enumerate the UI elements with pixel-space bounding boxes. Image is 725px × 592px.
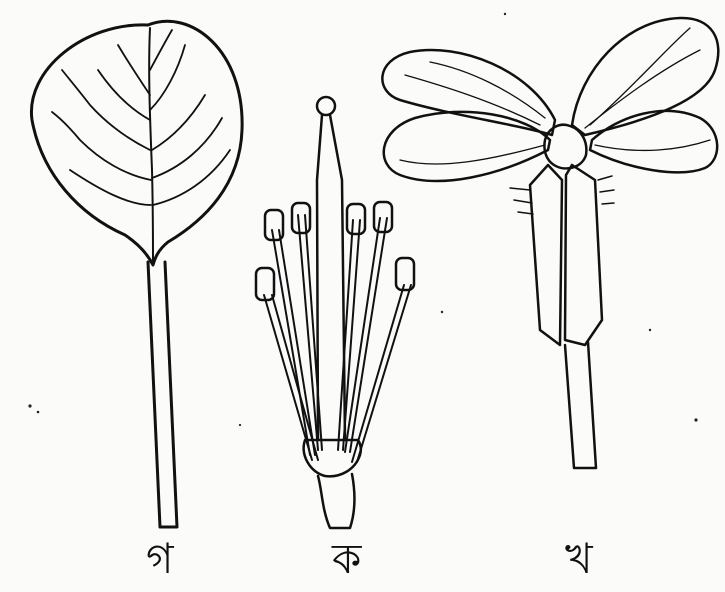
stamens-drawing — [256, 97, 414, 528]
upper-left-petal — [382, 50, 555, 135]
receptacle — [318, 474, 354, 528]
stigma — [317, 97, 335, 115]
flower-drawing — [382, 18, 718, 468]
petal-veins — [400, 28, 710, 164]
flower-label: খ — [565, 538, 593, 580]
leaf-veins — [52, 30, 230, 205]
leaf-midrib — [149, 28, 153, 262]
flower-center — [544, 125, 586, 169]
lower-right-petal — [590, 111, 717, 172]
stamens-label: ক — [332, 538, 361, 580]
anthers — [256, 202, 414, 300]
filaments — [264, 215, 411, 462]
style — [317, 115, 345, 440]
calyx-left-sepal — [530, 165, 562, 345]
leaf-drawing — [31, 21, 242, 527]
leaf-petiole — [148, 262, 177, 527]
flower-stalk — [565, 342, 596, 468]
lower-left-petal — [384, 112, 550, 181]
calyx-right-sepal — [565, 165, 602, 345]
leaf-label: গ — [146, 538, 174, 580]
